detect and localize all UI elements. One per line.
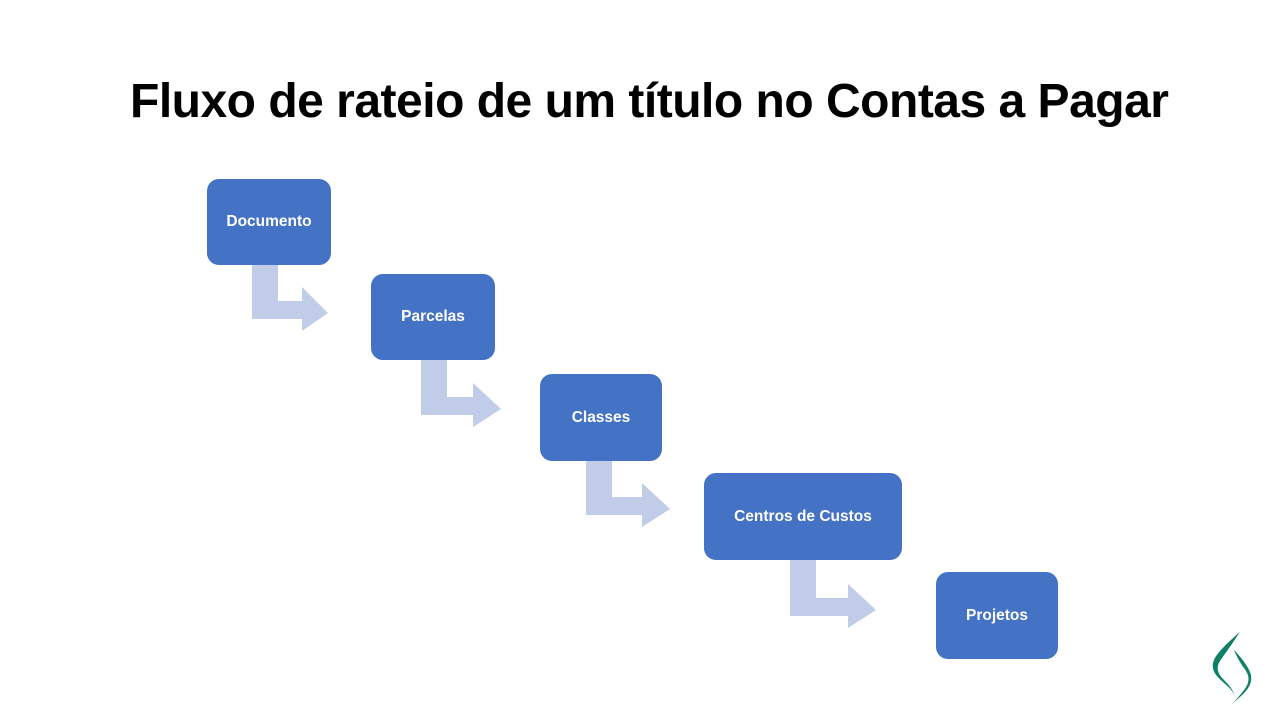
- flow-node-label: Documento: [226, 213, 312, 231]
- flow-node-label: Classes: [571, 408, 631, 426]
- arrow-classes-to-centros-de-custos: [586, 461, 670, 527]
- flow-node-classes[interactable]: Classes: [540, 374, 662, 461]
- flow-node-label: Centros de Custos: [734, 507, 872, 525]
- flow-node-documento[interactable]: Documento: [207, 179, 331, 265]
- page-title: Fluxo de rateio de um título no Contas a…: [130, 75, 1169, 128]
- company-logo-icon: [1196, 628, 1268, 708]
- arrow-centros-de-custos-to-projetos: [790, 560, 876, 628]
- flow-node-projetos[interactable]: Projetos: [936, 572, 1058, 659]
- flow-node-label: Parcelas: [401, 308, 465, 326]
- flow-node-label: Projetos: [965, 606, 1028, 624]
- arrow-parcelas-to-classes: [421, 360, 501, 427]
- flow-node-parcelas[interactable]: Parcelas: [371, 274, 495, 360]
- flow-node-centros-de-custos[interactable]: Centros de Custos: [704, 473, 902, 560]
- arrow-documento-to-parcelas: [252, 265, 328, 331]
